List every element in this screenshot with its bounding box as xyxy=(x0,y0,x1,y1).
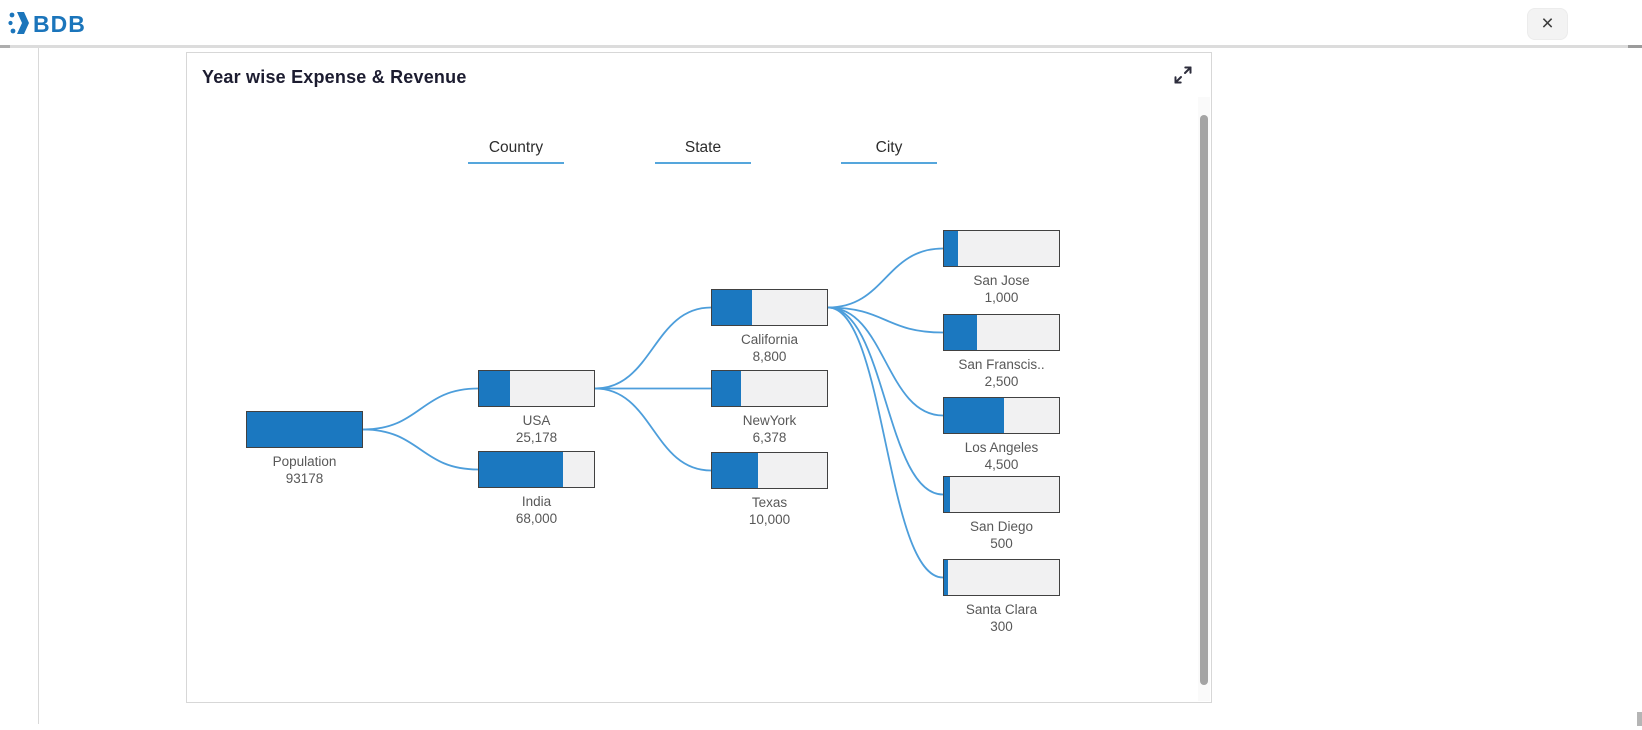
app-header: BDB × xyxy=(0,0,1642,45)
node-label-usa: USA 25,178 xyxy=(467,412,607,446)
horizontal-scrollbar[interactable] xyxy=(0,45,1642,48)
node-name: California xyxy=(740,332,799,347)
tree-link-usa-texas xyxy=(594,387,712,472)
logo-text: BDB xyxy=(33,11,86,37)
tree-node-santa-clara[interactable] xyxy=(943,559,1060,596)
chart-title: Year wise Expense & Revenue xyxy=(202,67,467,87)
node-fill-bar xyxy=(479,371,511,406)
node-name: Population xyxy=(272,454,337,469)
tree-node-india[interactable] xyxy=(478,451,595,488)
tree-node-texas[interactable] xyxy=(711,452,828,489)
node-fill-bar xyxy=(944,560,949,595)
chart-card: Year wise Expense & Revenue Country State… xyxy=(186,52,1212,703)
node-fill-bar xyxy=(944,231,958,266)
node-value: 6,378 xyxy=(752,430,787,445)
node-name: San Jose xyxy=(973,273,1030,288)
node-label-santa-clara: Santa Clara 300 xyxy=(932,601,1072,635)
close-icon: × xyxy=(1541,12,1554,35)
close-button[interactable]: × xyxy=(1527,8,1568,40)
node-label-texas: Texas 10,000 xyxy=(700,494,840,528)
bdb-logo[interactable]: BDB xyxy=(8,7,88,39)
column-header-state: State xyxy=(655,139,751,164)
node-label-california: California 8,800 xyxy=(700,331,840,365)
node-value: 500 xyxy=(990,536,1013,551)
node-name: San Franscis.. xyxy=(958,357,1045,372)
node-fill-bar xyxy=(479,452,563,487)
node-label-los-angeles: Los Angeles 4,500 xyxy=(932,439,1072,473)
node-name: NewYork xyxy=(742,413,797,428)
chart-vertical-scrollbar[interactable] xyxy=(1198,97,1210,701)
node-label-san-jose: San Jose 1,000 xyxy=(932,272,1072,306)
node-value: 1,000 xyxy=(984,290,1019,305)
node-label-newyork: NewYork 6,378 xyxy=(700,412,840,446)
window-scrollbar-nub xyxy=(1637,712,1642,726)
column-header-country: Country xyxy=(468,139,564,164)
node-name: USA xyxy=(522,413,551,428)
node-name: Santa Clara xyxy=(965,602,1038,617)
panel-divider xyxy=(38,48,39,724)
node-name: Texas xyxy=(751,495,788,510)
tree-node-san-diego[interactable] xyxy=(943,476,1060,513)
node-name: San Diego xyxy=(969,519,1034,534)
node-fill-bar xyxy=(944,398,1004,433)
tree-link-population-india xyxy=(362,428,479,471)
node-name: Los Angeles xyxy=(964,440,1039,455)
expand-button[interactable] xyxy=(1172,65,1194,87)
tree-link-population-usa xyxy=(362,387,479,431)
node-fill-bar xyxy=(712,453,758,488)
tree-link-usa-california xyxy=(594,306,712,390)
node-label-san-francisco: San Franscis.. 2,500 xyxy=(932,356,1072,390)
node-value: 93178 xyxy=(285,471,324,486)
content-area: Year wise Expense & Revenue Country State… xyxy=(0,48,1642,730)
node-value: 2,500 xyxy=(984,374,1019,389)
column-header-city: City xyxy=(841,139,937,164)
tree-node-population[interactable] xyxy=(246,411,363,448)
tree-link-california-san-francisco xyxy=(827,306,944,334)
node-value: 25,178 xyxy=(515,430,558,445)
tree-link-california-los-angeles xyxy=(827,306,944,417)
expand-arrows-icon xyxy=(1174,66,1192,84)
node-value: 10,000 xyxy=(748,512,791,527)
tree-node-california[interactable] xyxy=(711,289,828,326)
tree-node-newyork[interactable] xyxy=(711,370,828,407)
node-fill-bar xyxy=(944,315,978,350)
node-fill-bar xyxy=(712,290,753,325)
node-value: 8,800 xyxy=(752,349,787,364)
node-label-san-diego: San Diego 500 xyxy=(932,518,1072,552)
tree-links-layer xyxy=(362,247,944,579)
logo-mark-icon xyxy=(8,12,29,34)
tree-node-usa[interactable] xyxy=(478,370,595,407)
tree-link-california-santa-clara xyxy=(827,306,944,579)
tree-node-los-angeles[interactable] xyxy=(943,397,1060,434)
tree-link-california-san-jose xyxy=(827,247,944,309)
node-fill-bar xyxy=(247,412,362,447)
hscroll-thumb-right[interactable] xyxy=(1628,45,1642,48)
node-label-india: India 68,000 xyxy=(467,493,607,527)
node-fill-bar xyxy=(712,371,741,406)
node-name: India xyxy=(521,494,552,509)
node-value: 4,500 xyxy=(984,457,1019,472)
node-fill-bar xyxy=(944,477,950,512)
scrollbar-thumb[interactable] xyxy=(1200,115,1208,685)
node-label-population: Population 93178 xyxy=(235,453,375,487)
hscroll-thumb-left[interactable] xyxy=(0,45,10,48)
node-value: 68,000 xyxy=(515,511,558,526)
tree-link-california-san-diego xyxy=(827,306,944,496)
node-value: 300 xyxy=(990,619,1013,634)
tree-node-san-jose[interactable] xyxy=(943,230,1060,267)
tree-node-san-francisco[interactable] xyxy=(943,314,1060,351)
